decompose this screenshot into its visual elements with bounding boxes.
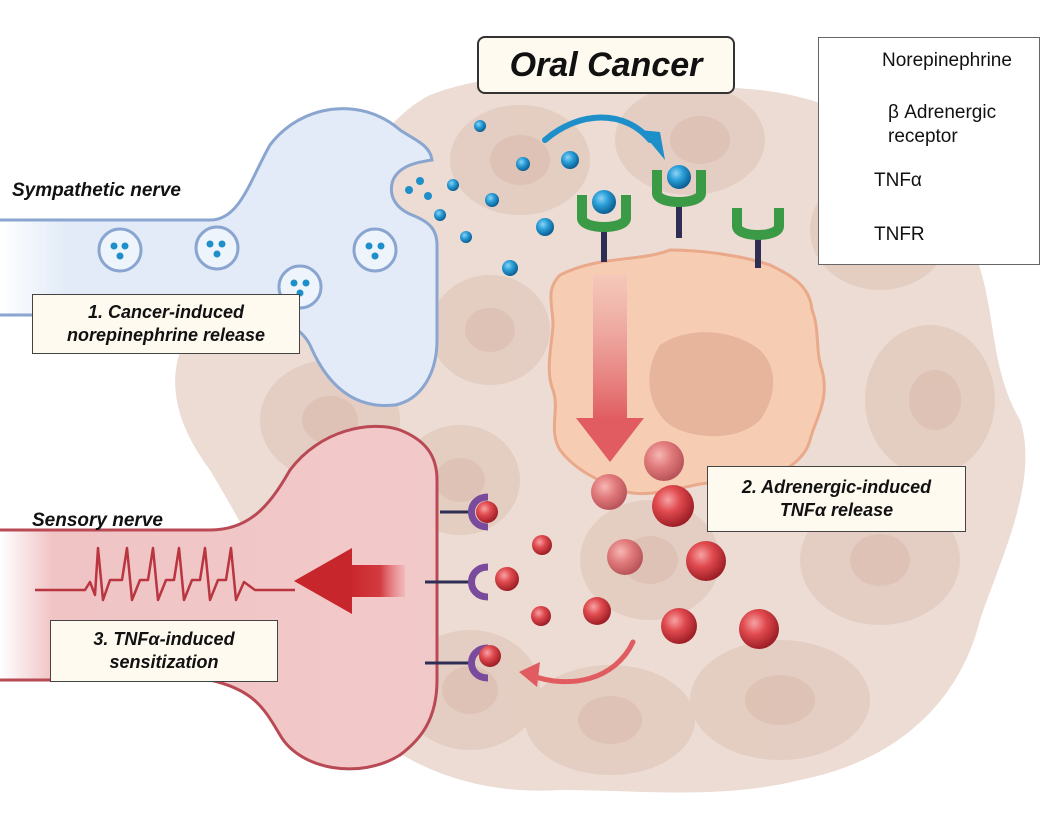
legend-receptor-label-1: β Adrenergic <box>888 102 997 123</box>
sympathetic-nerve-label: Sympathetic nerve <box>12 180 181 201</box>
legend <box>818 37 1040 265</box>
step1-box: 1. Cancer-induced norepinephrine release <box>32 294 300 354</box>
step3-line2: sensitization <box>109 652 219 672</box>
action-potential-trace <box>35 546 295 602</box>
adrenergic-receptor <box>732 208 784 268</box>
tnfa-particles <box>495 441 779 649</box>
step1-line2: norepinephrine release <box>66 325 266 345</box>
tnfr-receptor <box>425 644 501 682</box>
sympathetic-nerve <box>0 107 439 408</box>
tnfr-receptor <box>425 563 489 601</box>
vesicle <box>97 227 143 273</box>
vesicle <box>352 227 398 273</box>
legend-tnfr-label: TNFR <box>874 224 925 245</box>
legend-tnfa-label: TNFα <box>874 170 922 191</box>
step2-box: 2. Adrenergic-induced TNFα release <box>707 466 966 532</box>
cancer-cell <box>547 248 826 496</box>
tnfa-release-arrow <box>576 275 644 462</box>
sensitization-arrow <box>294 548 405 614</box>
norepinephrine-particles <box>405 120 579 276</box>
legend-norepinephrine-label: Norepinephrine <box>882 50 1012 71</box>
page-title: Oral Cancer <box>477 36 735 94</box>
title-text: Oral Cancer <box>509 45 703 84</box>
step2-line1: 2. Adrenergic-induced <box>741 477 932 497</box>
norepinephrine-arrow <box>542 114 665 160</box>
tnfr-receptor <box>440 493 498 531</box>
step2-line2: TNFα release <box>779 500 894 520</box>
adrenergic-receptor <box>652 165 706 238</box>
step1-line1: 1. Cancer-induced <box>87 302 245 322</box>
tnfa-binding-arrow <box>519 639 636 687</box>
step3-line1: 3. TNFα-induced <box>93 629 235 649</box>
vesicle <box>194 225 240 271</box>
sensory-nerve-label: Sensory nerve <box>32 510 163 531</box>
adrenergic-receptor <box>577 190 631 262</box>
step3-box: 3. TNFα-induced sensitization <box>50 620 278 682</box>
legend-receptor-label-2: receptor <box>888 126 958 147</box>
sensory-nerve <box>0 424 439 771</box>
